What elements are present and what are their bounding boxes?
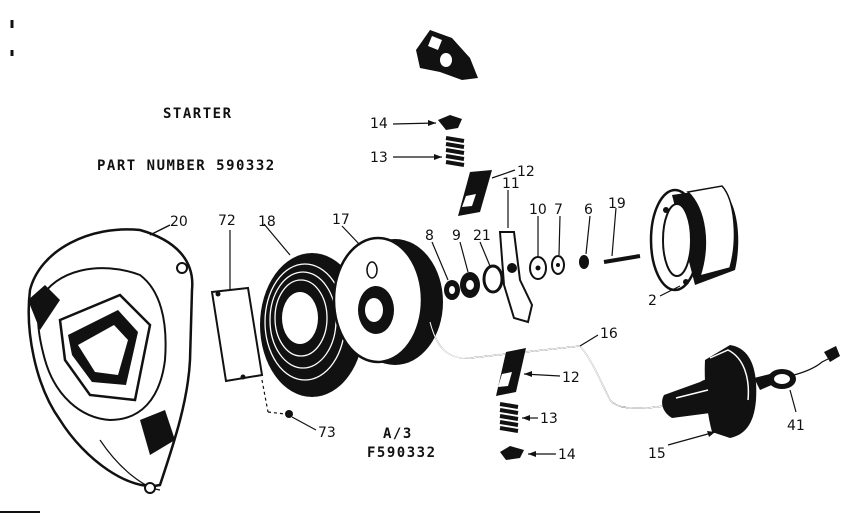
callout-72: 72 bbox=[218, 213, 236, 229]
screw-73 bbox=[285, 410, 317, 431]
retainer-14-bottom bbox=[500, 446, 556, 460]
spring-13-top bbox=[393, 136, 465, 167]
callout-20: 20 bbox=[170, 214, 188, 230]
cup-2 bbox=[649, 185, 739, 297]
washer-7 bbox=[551, 215, 565, 275]
washer-9 bbox=[459, 241, 480, 298]
pin-19 bbox=[603, 207, 641, 264]
washer-21 bbox=[479, 241, 504, 294]
callout-11: 11 bbox=[502, 176, 520, 192]
callout-12-top: 12 bbox=[517, 164, 535, 180]
callout-16: 16 bbox=[600, 326, 618, 342]
callout-12-bottom: 12 bbox=[562, 370, 580, 386]
callout-73: 73 bbox=[318, 425, 336, 441]
starter-housing bbox=[27, 224, 194, 494]
callout-19: 19 bbox=[608, 196, 626, 212]
cam-assembly-top bbox=[416, 30, 478, 80]
callout-13-top: 13 bbox=[370, 150, 388, 166]
drawing-id: A/3 bbox=[383, 426, 413, 442]
callout-14-top: 14 bbox=[370, 116, 388, 132]
callout-17: 17 bbox=[332, 212, 350, 228]
handle-15 bbox=[662, 345, 757, 446]
callout-9: 9 bbox=[452, 228, 461, 244]
cam-plate-11 bbox=[498, 190, 534, 324]
washer-10 bbox=[529, 216, 547, 280]
callout-18: 18 bbox=[258, 214, 276, 230]
pawl-12-top bbox=[458, 169, 516, 216]
retainer-14-top bbox=[392, 115, 462, 130]
callout-21: 21 bbox=[473, 228, 491, 244]
callout-13-bottom: 13 bbox=[540, 411, 558, 427]
pulley-17 bbox=[332, 225, 443, 365]
screw-6 bbox=[579, 215, 591, 269]
part-number: PART NUMBER 590332 bbox=[97, 158, 276, 174]
pawl-12-bottom bbox=[496, 348, 561, 396]
plate-72 bbox=[210, 230, 286, 415]
callout-10: 10 bbox=[529, 202, 547, 218]
callout-14-bottom: 14 bbox=[558, 447, 576, 463]
callout-2: 2 bbox=[648, 293, 657, 309]
diagram-title: STARTER bbox=[163, 106, 233, 122]
callout-6: 6 bbox=[584, 202, 593, 218]
rope-16 bbox=[429, 321, 671, 409]
callout-7: 7 bbox=[554, 202, 563, 218]
callout-8: 8 bbox=[425, 228, 434, 244]
callout-41: 41 bbox=[787, 418, 805, 434]
insert-41 bbox=[754, 346, 840, 413]
nut-8 bbox=[431, 241, 460, 300]
drawing-number: F590332 bbox=[367, 445, 437, 461]
spring-13-bottom bbox=[499, 402, 538, 433]
callout-15: 15 bbox=[648, 446, 666, 462]
